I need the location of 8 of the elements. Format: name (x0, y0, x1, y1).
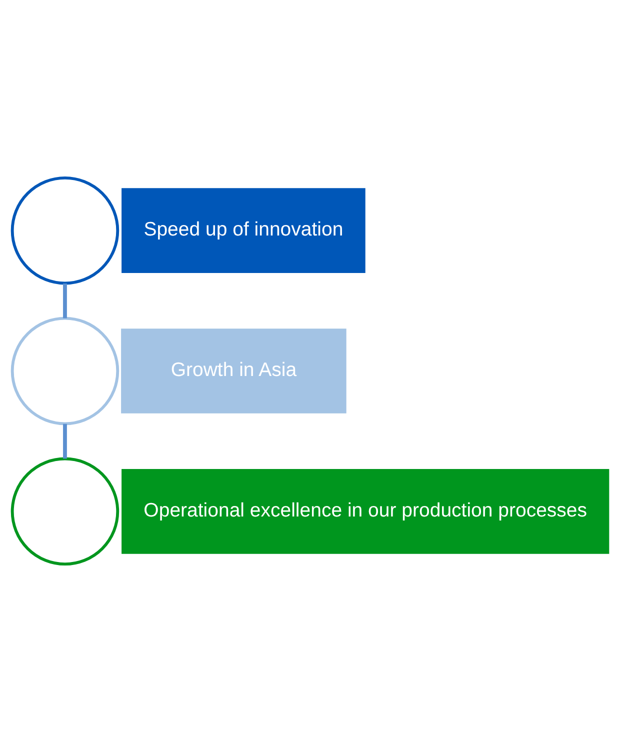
node-box: Growth in Asia (121, 328, 346, 413)
node-box: Speed up of innovation (122, 188, 366, 272)
connector (63, 283, 67, 318)
node-circle (10, 316, 120, 425)
connector (63, 423, 67, 458)
node-circle (10, 456, 120, 566)
node-box: Operational excellence in our production processes (122, 468, 610, 554)
node-circle (10, 176, 120, 284)
